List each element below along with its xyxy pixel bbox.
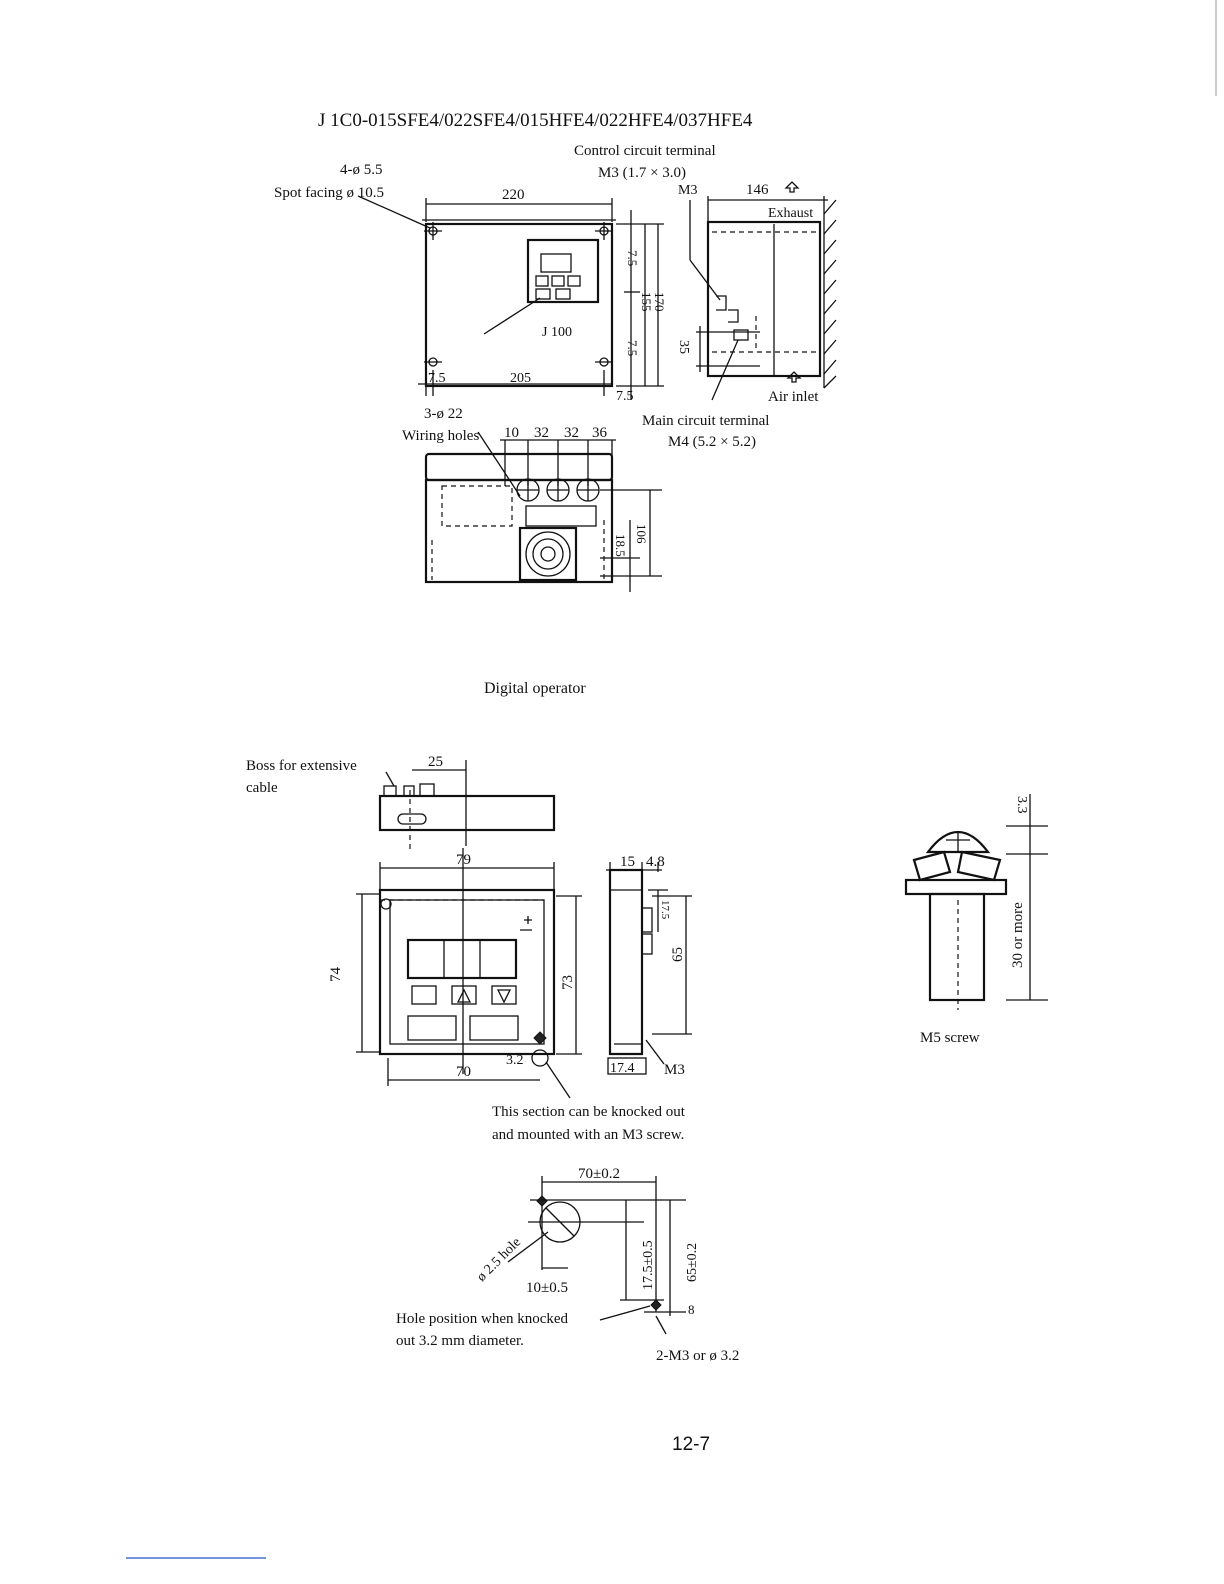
- fan: [518, 526, 578, 582]
- spacing-dim-4: 36: [592, 425, 608, 441]
- operator-section-title: Digital operator: [484, 680, 586, 697]
- height-dim: 170: [652, 292, 667, 312]
- page-number: 12-7: [672, 1434, 710, 1455]
- width-dim: 220: [502, 187, 525, 203]
- inlet-height-dim: 35: [676, 340, 691, 354]
- top-offset-dim: 7.5: [625, 250, 640, 266]
- side-step-dim: 4.8: [646, 854, 665, 870]
- wall-hatching: [823, 199, 837, 389]
- knockout-note-2: and mounted with an M3 screw.: [492, 1127, 684, 1143]
- boss-offset-dim: 25: [428, 754, 443, 770]
- cutout-height-dim: 65±0.2: [685, 1243, 700, 1282]
- screw-head-dim: 3.3: [1014, 796, 1029, 814]
- operator-hole-pitch-dim: 70: [456, 1064, 471, 1080]
- side-bottom-dim: 17.4: [610, 1061, 635, 1076]
- control-terminal-title: Control circuit terminal: [574, 143, 716, 159]
- bottom-height-dim: 18.5: [613, 534, 628, 557]
- operator-side-view: 15 4.8 17.5 65 17.4 M3: [606, 854, 692, 1078]
- cutout-height-small-dim: 17.5±0.5: [641, 1240, 656, 1290]
- boss-label-2: cable: [246, 780, 278, 796]
- cutout-hole-label: ø 2.5 hole: [474, 1235, 524, 1285]
- depth-dim: 146: [746, 182, 769, 198]
- operator-front-view: 79 74 73 70 3.2 This section can be knoc…: [328, 848, 686, 1143]
- operator-hole-offset-dim: 3.2: [506, 1053, 524, 1068]
- margin-left-dim: 7.5: [428, 371, 446, 386]
- spacing-dim-3: 32: [564, 425, 579, 441]
- inverter-side-view: 35 Control circuit terminal M3 (1.7 × 3.…: [574, 143, 837, 450]
- cutout-mount-holes: 2-M3 or ø 3.2: [656, 1348, 739, 1364]
- air-inlet-label: Air inlet: [768, 389, 819, 405]
- spacing-dim-1: 10: [504, 425, 519, 441]
- cutout-hole-note-1: Hole position when knocked: [396, 1311, 569, 1327]
- wiring-holes-count: 3-ø 22: [424, 406, 463, 422]
- spot-facing-label: Spot facing ø 10.5: [274, 185, 384, 201]
- side-height-dim: 65: [670, 947, 686, 962]
- margin-bottom-dim: 7.5: [616, 389, 634, 404]
- bottom-offset-dim: 7.5: [625, 340, 640, 356]
- operator-width-dim: 79: [456, 852, 471, 868]
- inverter-front-view: J 100 4-ø 5.5 Spot facing ø 10.5 220 7.5…: [274, 162, 667, 404]
- main-terminal-spec: M4 (5.2 × 5.2): [668, 434, 756, 450]
- cutout-hole-note-2: out 3.2 mm diameter.: [396, 1333, 524, 1349]
- control-terminal-spec: M3 (1.7 × 3.0): [598, 165, 686, 181]
- side-small-dim: 17.5: [659, 900, 671, 920]
- operator-height-dim: 74: [328, 967, 344, 983]
- side-screw-label: M3: [664, 1062, 685, 1078]
- unit-label: J 100: [542, 325, 572, 340]
- exhaust-label: Exhaust: [768, 206, 813, 221]
- front-operator-panel: [526, 238, 600, 304]
- inverter-bottom-view: 3-ø 22 Wiring holes 10 32 32 36 18.5 106: [402, 406, 662, 592]
- knockout-note-1: This section can be knocked out: [492, 1104, 686, 1120]
- operator-inner-height-dim: 73: [560, 975, 576, 990]
- main-terminal-title: Main circuit terminal: [642, 413, 769, 429]
- hole-height-dim: 155: [639, 292, 654, 312]
- mount-holes-label: 4-ø 5.5: [340, 162, 383, 178]
- hole-pitch-dim: 205: [510, 371, 531, 386]
- panel-cutout: 70±0.2 ø 2.5 hole 10±0.5 17.5±0.5 65±0.2…: [396, 1166, 739, 1364]
- screw-label: M5 screw: [920, 1030, 980, 1046]
- bottom-total-dim: 106: [634, 524, 649, 544]
- wiring-holes-label: Wiring holes: [402, 428, 479, 444]
- cutout-edge-dim: 8: [688, 1302, 695, 1317]
- control-terminal-screw: M3: [678, 183, 697, 198]
- cutout-hole-offset-dim: 10±0.5: [526, 1280, 568, 1296]
- boss-label-1: Boss for extensive: [246, 758, 357, 774]
- cutout-width-dim: 70±0.2: [578, 1166, 620, 1182]
- screw-length-dim: 30 or more: [1010, 902, 1026, 968]
- side-depth-dim: 15: [620, 854, 635, 870]
- m5-screw: 3.3 30 or more M5 screw: [904, 794, 1048, 1046]
- operator-top-view: Boss for extensive cable 25: [246, 754, 556, 850]
- page-title: J 1C0-015SFE4/022SFE4/015HFE4/022HFE4/03…: [318, 110, 753, 131]
- spacing-dim-2: 32: [534, 425, 549, 441]
